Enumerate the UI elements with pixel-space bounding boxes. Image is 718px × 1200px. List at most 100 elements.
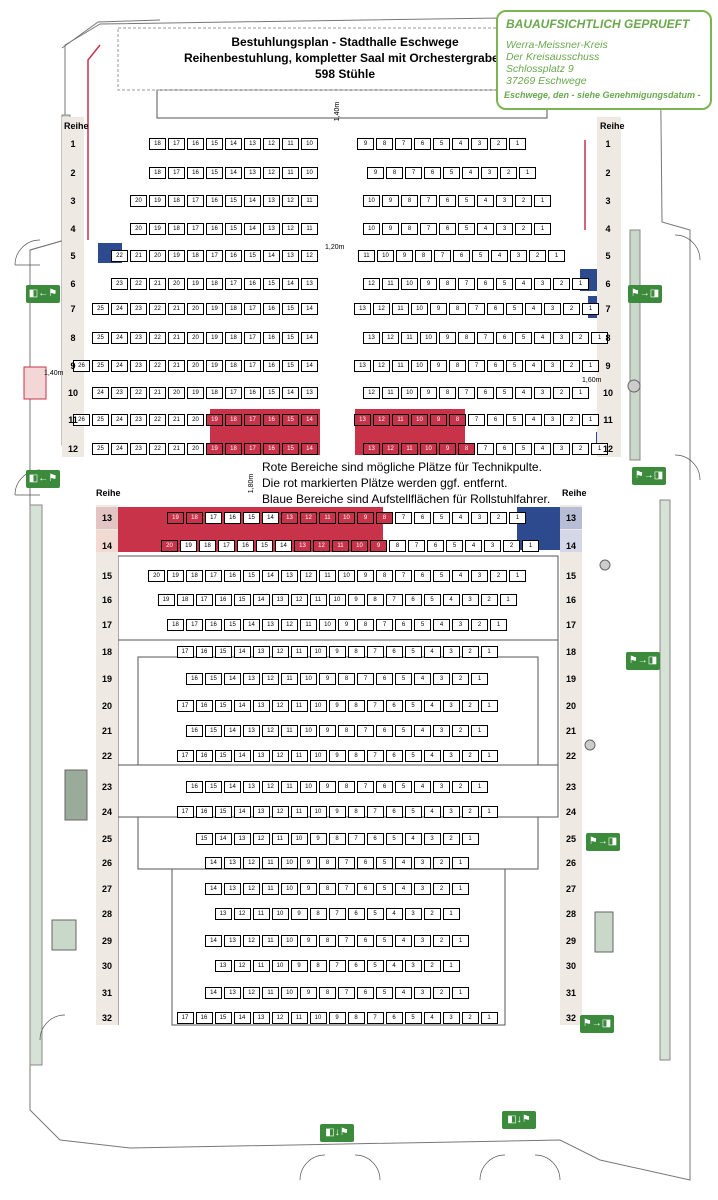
seat: 12 [313, 540, 330, 552]
seat: 13 [252, 646, 270, 658]
seat: 3 [404, 960, 422, 972]
seat: 8 [376, 512, 393, 524]
seat: 12 [271, 700, 289, 712]
seat: 8 [347, 700, 365, 712]
seat: 13 [252, 700, 270, 712]
seat: 10 [290, 833, 308, 845]
seat: 24 [111, 414, 128, 426]
seat: 13 [224, 883, 241, 895]
seat: 16 [263, 332, 280, 344]
seat: 8 [357, 619, 374, 631]
seat: 1 [452, 987, 469, 999]
seat: 4 [525, 303, 542, 315]
seat: 6 [414, 138, 431, 150]
row-number: 10 [67, 388, 78, 398]
seat: 11 [382, 278, 399, 290]
seat: 11 [262, 857, 279, 869]
seat: 11 [392, 414, 409, 426]
seat: 3 [534, 387, 551, 399]
seat: 11 [392, 303, 409, 315]
seat: 10 [300, 781, 317, 793]
seat: 23 [130, 360, 147, 372]
legend-note: Blaue Bereiche sind Aufstellflächen für … [262, 492, 551, 506]
seat: 1 [480, 750, 498, 762]
seat: 13 [263, 223, 280, 235]
seat: 3 [544, 303, 561, 315]
seat: 17 [176, 806, 194, 818]
seat: 10 [309, 700, 327, 712]
seat: 25 [92, 360, 109, 372]
seat: 12 [271, 646, 289, 658]
seat: 23 [130, 443, 147, 455]
seat: 17 [195, 594, 213, 606]
seat: 1 [480, 1012, 498, 1024]
seat: 18 [186, 512, 203, 524]
seat: 4 [452, 570, 469, 582]
seat: 5 [496, 387, 513, 399]
legend-note: Rote Bereiche sind mögliche Plätze für T… [262, 460, 542, 474]
row-number: 11 [603, 415, 613, 425]
seat: 22 [149, 303, 166, 315]
seat: 8 [415, 250, 432, 262]
seat: 11 [309, 594, 327, 606]
seat: 14 [224, 725, 241, 737]
seat: 4 [465, 540, 482, 552]
seat: 14 [225, 167, 242, 179]
row-number: 4 [605, 224, 611, 234]
seat: 3 [544, 360, 561, 372]
seat: 11 [301, 223, 318, 235]
seat: 13 [224, 987, 241, 999]
seat: 8 [338, 781, 355, 793]
seat: 16 [263, 360, 280, 372]
row-number: 6 [70, 279, 76, 289]
seat: 2 [461, 806, 479, 818]
seat: 17 [225, 387, 242, 399]
seat: 4 [515, 387, 532, 399]
seat: 10 [377, 250, 394, 262]
seat: 18 [206, 387, 223, 399]
seat: 13 [244, 167, 261, 179]
seat: 1 [509, 512, 526, 524]
seat: 6 [366, 833, 384, 845]
seat: 21 [168, 332, 185, 344]
seat: 2 [480, 594, 498, 606]
seat: 13 [354, 360, 371, 372]
seat: 4 [462, 167, 479, 179]
seat: 21 [149, 278, 166, 290]
seat: 8 [389, 540, 406, 552]
seat: 11 [290, 646, 308, 658]
seat: 17 [176, 646, 194, 658]
row-number: 22 [101, 751, 112, 761]
row-number: 1 [605, 139, 611, 149]
seat: 12 [271, 750, 289, 762]
seat: 5 [496, 278, 513, 290]
seat: 16 [244, 387, 261, 399]
seat: 3 [484, 540, 501, 552]
seat: 14 [282, 278, 299, 290]
seat: 15 [206, 138, 223, 150]
seat: 13 [243, 725, 260, 737]
seat: 23 [130, 303, 147, 315]
seat: 2 [423, 908, 441, 920]
seat: 5 [385, 833, 403, 845]
seat: 15 [243, 512, 260, 524]
seat: 14 [275, 540, 292, 552]
seat: 3 [442, 700, 460, 712]
seat: 9 [319, 725, 336, 737]
seat: 9 [420, 278, 437, 290]
seat: 12 [271, 1012, 289, 1024]
seat: 7 [357, 725, 374, 737]
seat: 4 [395, 857, 412, 869]
seat: 19 [157, 594, 175, 606]
seat: 13 [262, 619, 279, 631]
seat: 17 [244, 443, 261, 455]
seat: 11 [290, 750, 308, 762]
seat: 1 [572, 387, 589, 399]
seat: 7 [477, 443, 494, 455]
seat: 15 [243, 570, 260, 582]
exit-sign-icon: ⚑→◨ [586, 833, 620, 851]
seat: 25 [92, 414, 109, 426]
seat: 18 [199, 540, 216, 552]
exit-sign-icon: ⚑→◨ [632, 467, 666, 485]
seat: 18 [225, 360, 242, 372]
